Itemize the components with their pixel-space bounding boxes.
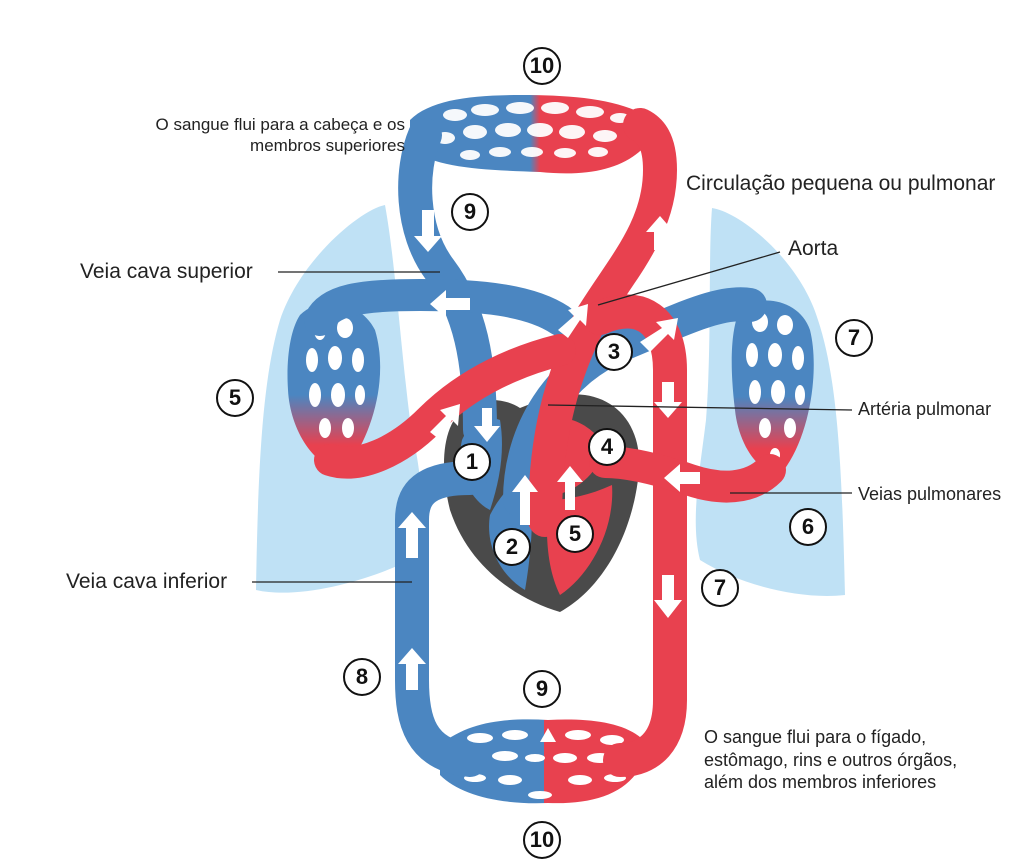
arrow-up-icon-5 bbox=[398, 648, 426, 690]
body-flow-line-3: além dos membros inferiores bbox=[704, 772, 937, 792]
aorta-label: Aorta bbox=[788, 237, 839, 260]
marker-left-lung-5: 5 bbox=[216, 379, 254, 417]
arrow-up-icon-3 bbox=[557, 466, 583, 510]
head-capillary-holes bbox=[435, 102, 630, 160]
arrow-up-icon-4 bbox=[398, 512, 426, 558]
arrow-up-right-icon-2 bbox=[430, 404, 460, 440]
arrow-down-icon-3 bbox=[654, 382, 682, 418]
marker-right-lung-7: 7 bbox=[835, 319, 873, 357]
superior-vena-cava-label: Veia cava superior bbox=[80, 260, 253, 283]
marker-lower-9: 9 bbox=[523, 670, 561, 708]
marker-right-6: 6 bbox=[789, 508, 827, 546]
body-flow-label: O sangue flui para o fígado, estômago, r… bbox=[704, 726, 1004, 794]
marker-heart-4: 4 bbox=[588, 428, 626, 466]
aorta bbox=[528, 108, 677, 537]
marker-right-7: 7 bbox=[701, 569, 739, 607]
left-pulmonary-vein bbox=[314, 334, 576, 479]
marker-upper-9: 9 bbox=[451, 193, 489, 231]
pulmonary-artery-label: Artéria pulmonar bbox=[858, 399, 992, 419]
head-flow-label: O sangue flui para a cabeça e os membros… bbox=[110, 114, 406, 157]
body-capillaries bbox=[440, 719, 648, 804]
marker-heart-2: 2 bbox=[493, 528, 531, 566]
head-flow-line-2: membros superiores bbox=[250, 136, 405, 156]
body-flow-line-2: estômago, rins e outros órgãos, bbox=[704, 749, 958, 770]
arrow-up-icon-2 bbox=[512, 475, 538, 525]
pulmonary-veins-label: Veias pulmonares bbox=[858, 484, 1002, 504]
pulmonary-circulation-label: Circulação pequena ou pulmonar bbox=[686, 172, 996, 195]
descending-aorta bbox=[583, 294, 687, 777]
arrow-up-right-icon-3 bbox=[558, 304, 588, 338]
inferior-vena-cava-label: Veia cava inferior bbox=[66, 570, 228, 593]
marker-top-10: 10 bbox=[523, 47, 561, 85]
arrow-up-icon bbox=[646, 216, 674, 250]
left-pulmonary-vessel-top bbox=[304, 279, 576, 336]
leader-pulmonary-artery bbox=[547, 404, 853, 411]
marker-bottom-10: 10 bbox=[523, 821, 561, 859]
head-flow-line-1: O sangue flui para a cabeça e os bbox=[155, 115, 406, 134]
marker-left-8: 8 bbox=[343, 658, 381, 696]
body-flow-line-1: O sangue flui para o fígado, bbox=[704, 727, 927, 747]
arrow-left-icon bbox=[430, 290, 470, 318]
right-lung-capillary-holes bbox=[746, 312, 805, 462]
arrow-down-icon-2 bbox=[474, 408, 500, 442]
flow-arrows bbox=[398, 210, 700, 690]
arrow-left-icon-2 bbox=[664, 464, 700, 492]
marker-heart-1: 1 bbox=[453, 443, 491, 481]
leader-aorta bbox=[597, 251, 781, 306]
leader-lines bbox=[252, 251, 853, 583]
arrow-down-icon bbox=[414, 210, 442, 252]
arrow-up-right-icon bbox=[640, 318, 678, 352]
marker-heart-3: 3 bbox=[595, 333, 633, 371]
marker-heart-5: 5 bbox=[556, 515, 594, 553]
arrow-down-icon-4 bbox=[654, 575, 682, 618]
